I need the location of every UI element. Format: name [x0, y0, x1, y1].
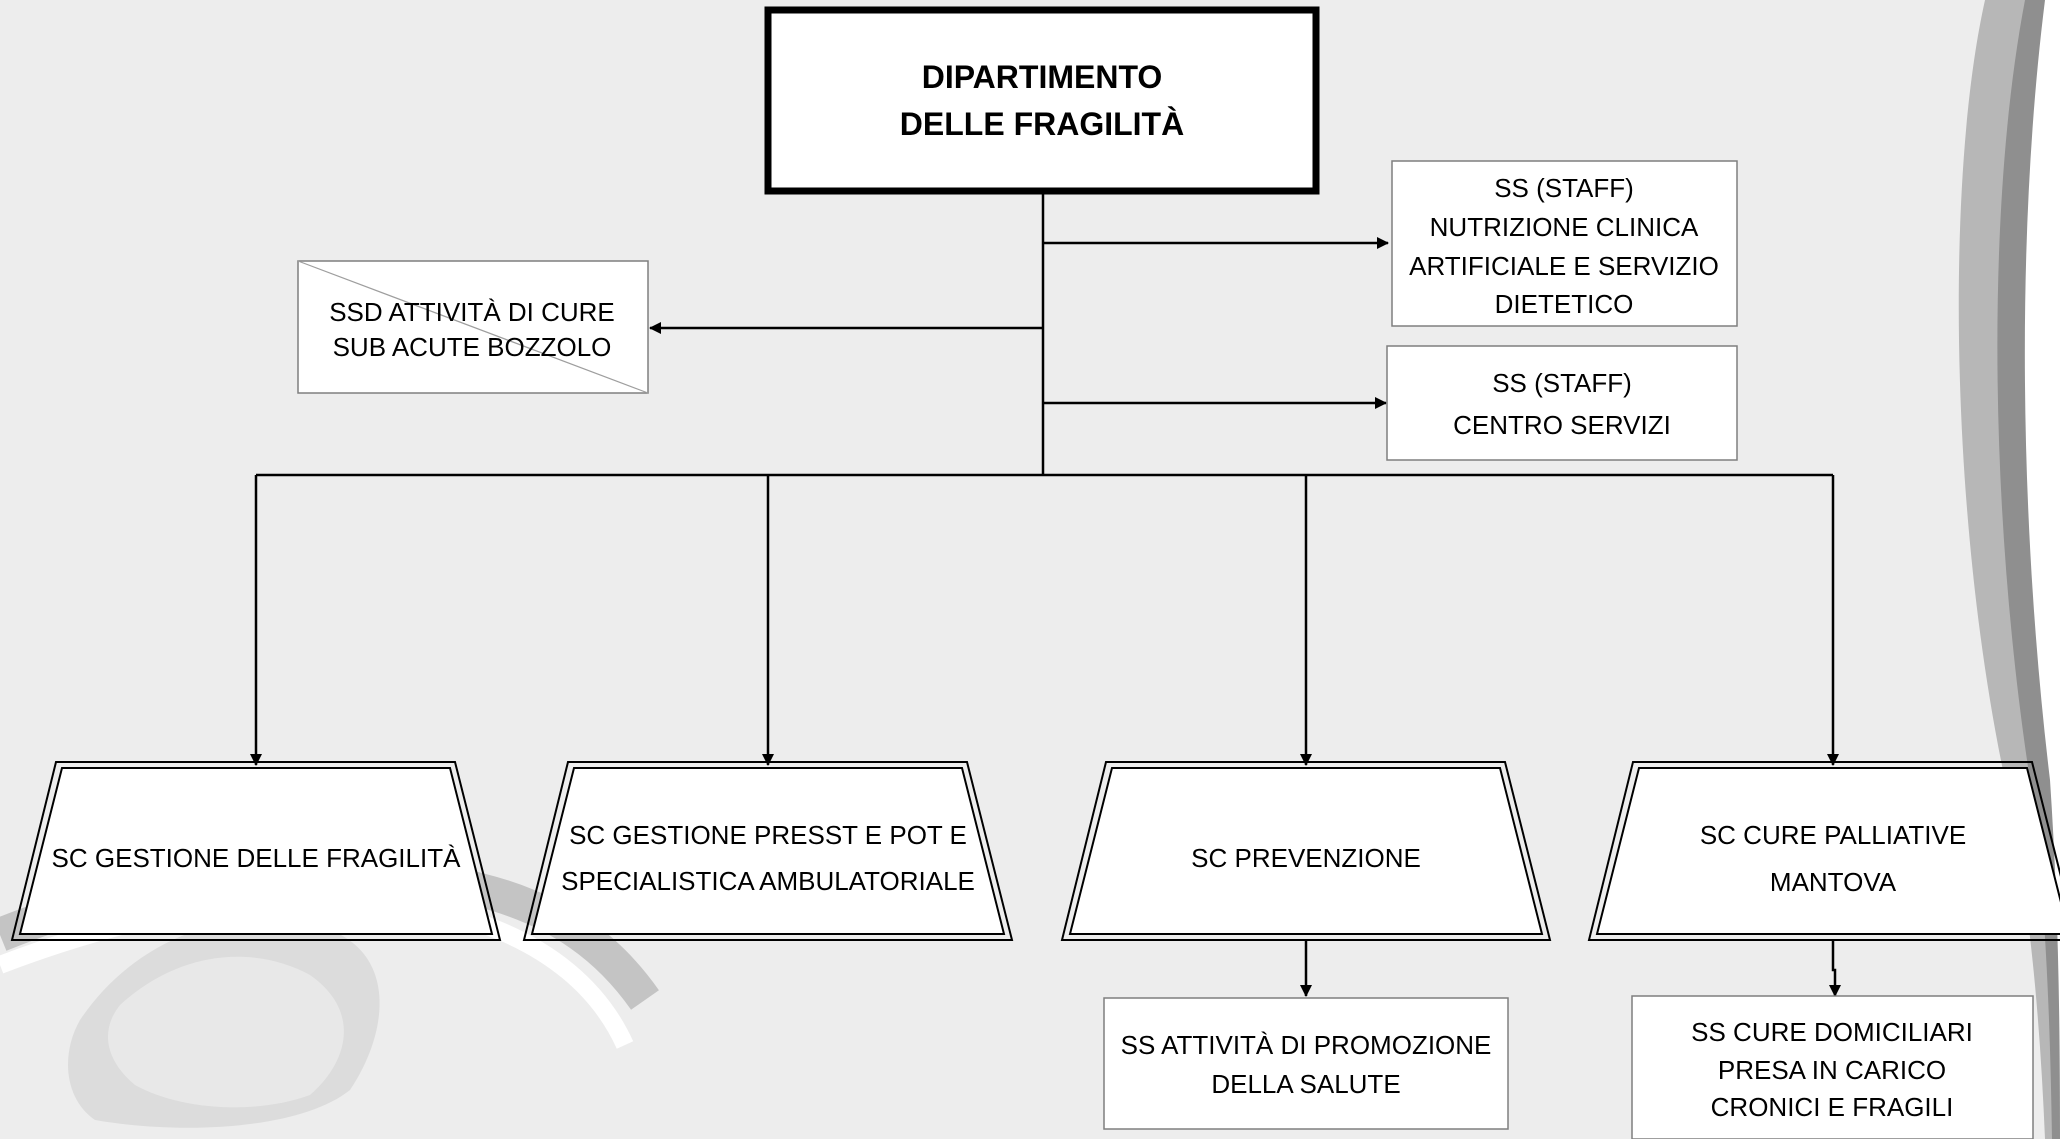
ss-promotion-line2: DELLA SALUTE — [1211, 1069, 1400, 1099]
sc-presst-line2: SPECIALISTICA AMBULATORIALE — [561, 866, 975, 896]
ss-promotion-box: SS ATTIVITÀ DI PROMOZIONE DELLA SALUTE — [1103, 997, 1509, 1130]
ss-home-care-box: SS CURE DOMICILIARI PRESA IN CARICO CRON… — [1631, 995, 2034, 1139]
ss-promotion-line1: SS ATTIVITÀ DI PROMOZIONE — [1121, 1030, 1492, 1060]
sc-fragility-line1: SC GESTIONE DELLE FRAGILITÀ — [52, 843, 462, 873]
sc-fragility-box: SC GESTIONE DELLE FRAGILITÀ — [10, 761, 502, 941]
ssd-subacute-line1: SSD ATTIVITÀ DI CURE — [329, 297, 615, 327]
staff-services-box: SS (STAFF) CENTRO SERVIZI — [1386, 345, 1738, 461]
sc-prevention-box: SC PREVENZIONE — [1060, 761, 1552, 941]
department-title-line1: DIPARTIMENTO — [922, 59, 1163, 95]
connectors — [250, 191, 1841, 997]
sc-presst-box: SC GESTIONE PRESST E POT E SPECIALISTICA… — [522, 761, 1014, 941]
sc-palliative-line1: SC CURE PALLIATIVE — [1700, 820, 1966, 850]
staff-nutrition-line3: ARTIFICIALE E SERVIZIO — [1409, 251, 1719, 281]
sc-prevention-line1: SC PREVENZIONE — [1191, 843, 1421, 873]
department-box: DIPARTIMENTO DELLE FRAGILITÀ — [764, 6, 1320, 195]
staff-nutrition-box: SS (STAFF) NUTRIZIONE CLINICA ARTIFICIAL… — [1391, 160, 1738, 327]
staff-nutrition-line1: SS (STAFF) — [1494, 173, 1634, 203]
staff-services-line2: CENTRO SERVIZI — [1453, 410, 1671, 440]
ss-home-care-line1: SS CURE DOMICILIARI — [1691, 1017, 1973, 1047]
department-title-line2: DELLE FRAGILITÀ — [900, 106, 1184, 142]
staff-services-line1: SS (STAFF) — [1492, 368, 1632, 398]
ss-home-care-line2: PRESA IN CARICO — [1718, 1055, 1946, 1085]
sc-palliative-line2: MANTOVA — [1770, 867, 1897, 897]
sc-presst-line1: SC GESTIONE PRESST E POT E — [569, 820, 967, 850]
ss-home-care-line3: CRONICI E FRAGILI — [1711, 1092, 1954, 1122]
ssd-subacute-line2: SUB ACUTE BOZZOLO — [333, 332, 612, 362]
staff-nutrition-line2: NUTRIZIONE CLINICA — [1430, 212, 1699, 242]
ssd-subacute-box: SSD ATTIVITÀ DI CURE SUB ACUTE BOZZOLO — [297, 260, 649, 394]
sc-palliative-box: SC CURE PALLIATIVE MANTOVA — [1587, 761, 2060, 941]
staff-nutrition-line4: DIETETICO — [1495, 289, 1634, 319]
